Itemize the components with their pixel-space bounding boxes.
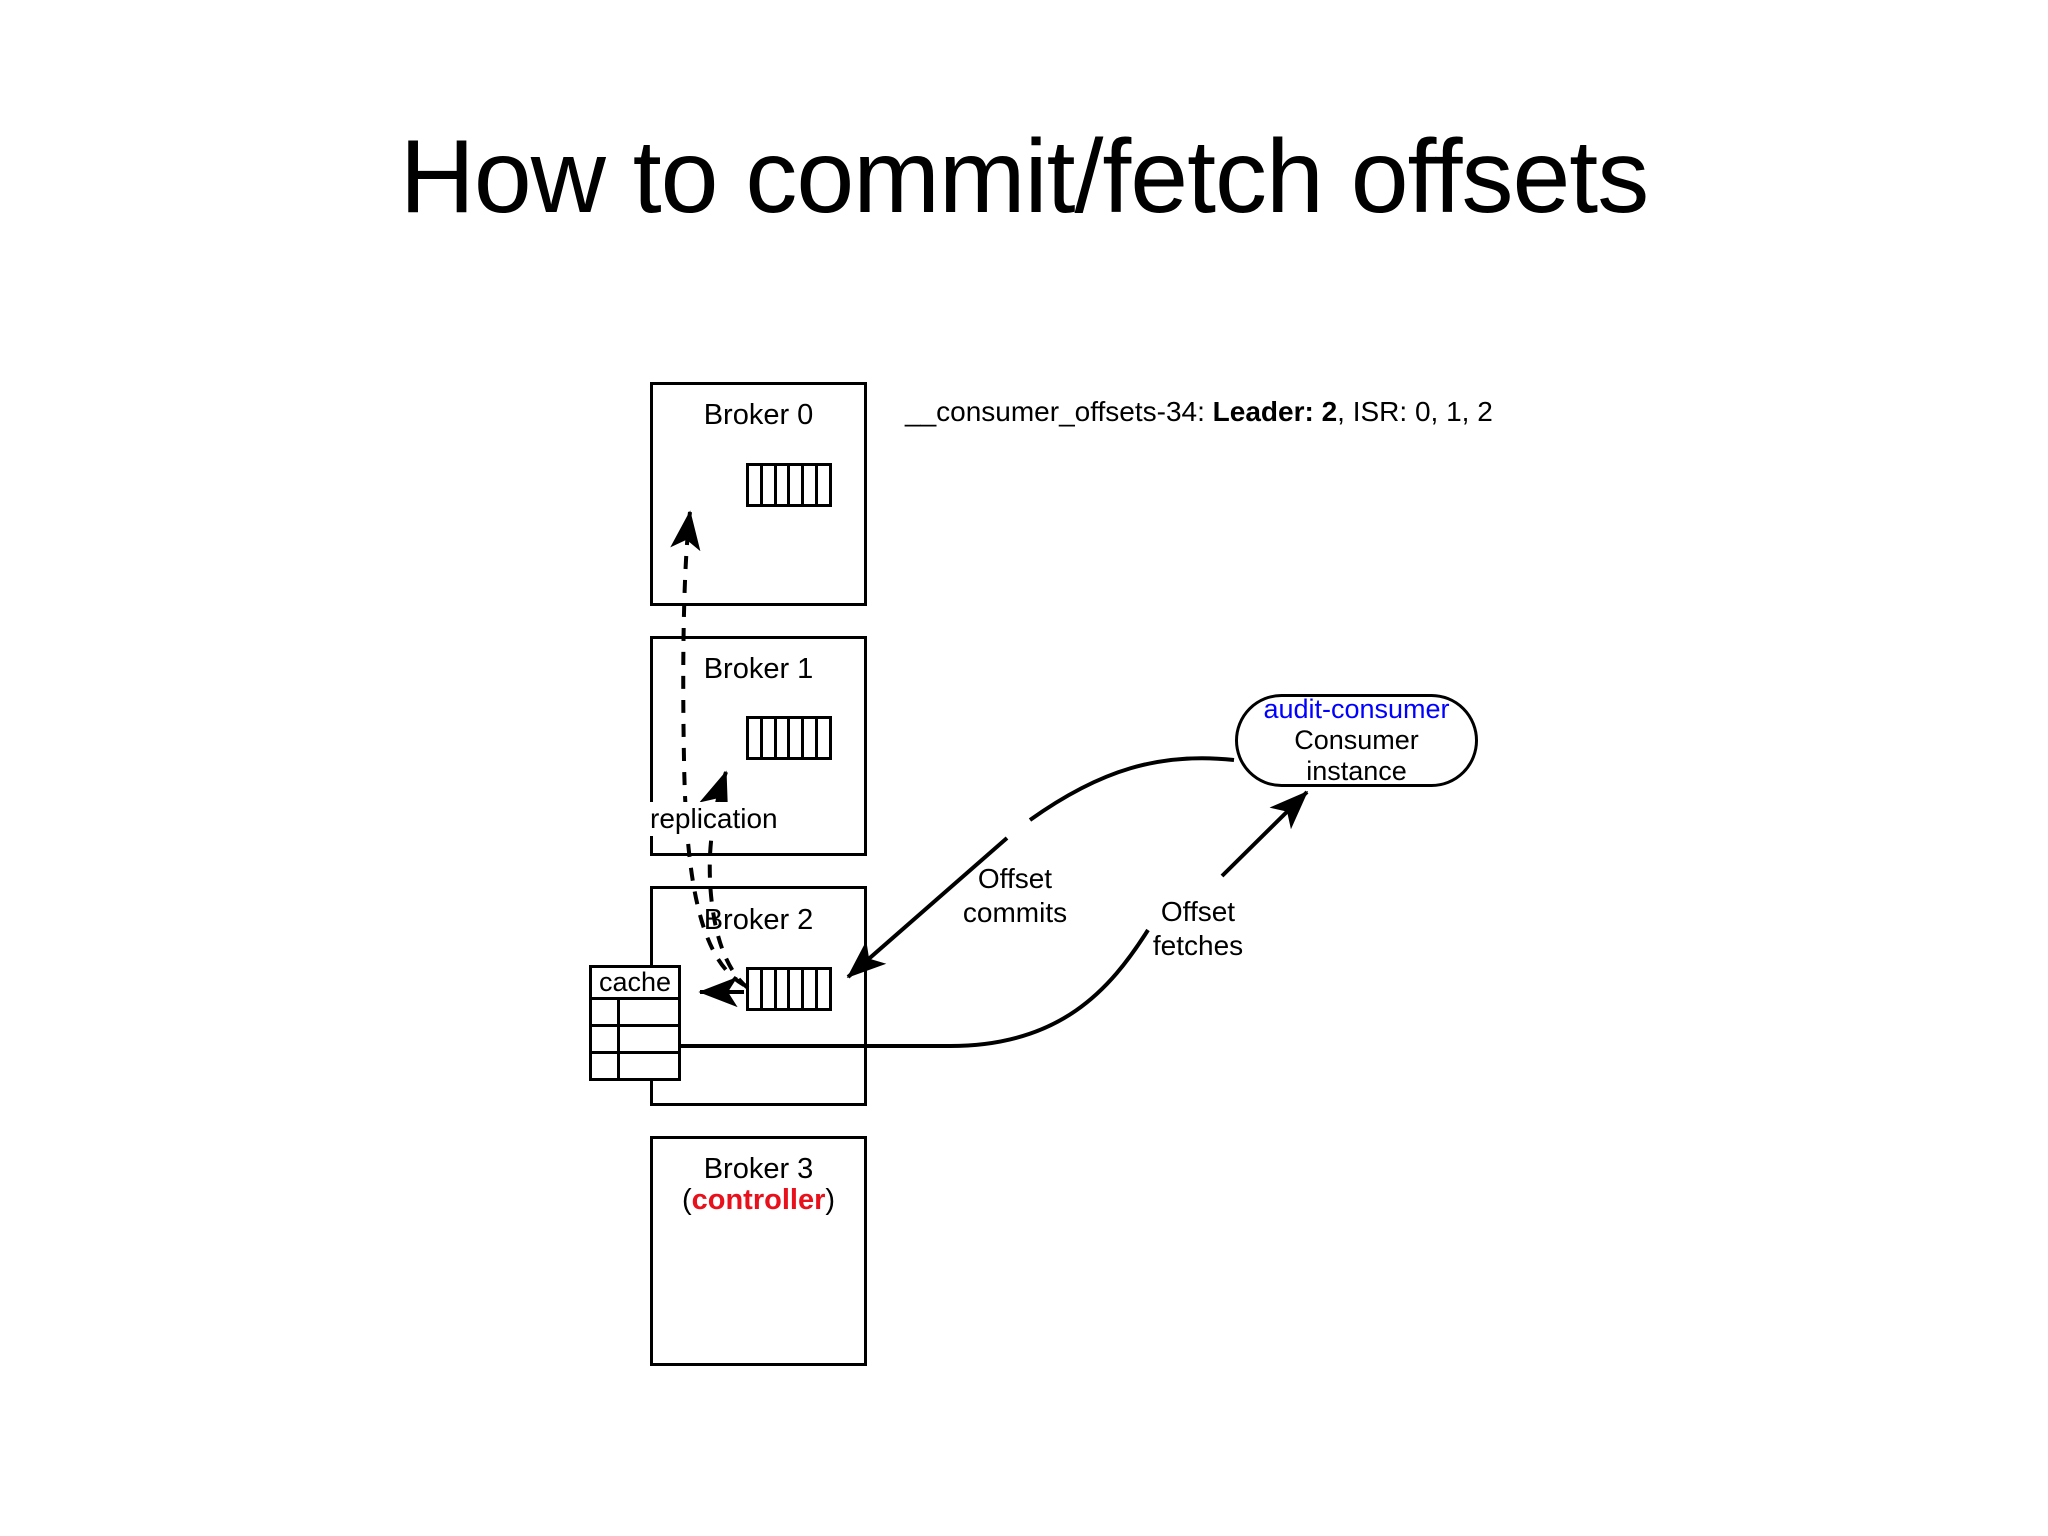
offset-commits-label: Offset commits [930, 862, 1100, 929]
offset-fetches-line-1: Offset [1160, 896, 1236, 927]
offsets-cache-table: cache [589, 965, 681, 1081]
table-cell-value [620, 1000, 678, 1024]
broker-label-0: Broker 0 [703, 399, 814, 431]
partition-metadata: __consumer_offsets-34: Leader: 2, ISR: 0… [905, 395, 1493, 429]
broker-label-2: Broker 2 [703, 904, 814, 936]
broker-box-0 [650, 382, 867, 606]
log-cell [804, 719, 819, 757]
consumer-group-name: audit-consumer [1263, 693, 1450, 724]
replication-label: replication [648, 802, 780, 836]
table-row [592, 1054, 678, 1078]
offset-fetches-line-2: fetches [1152, 929, 1244, 961]
broker-label-3: Broker 3 [703, 1153, 814, 1185]
broker-3-role: (controller) [650, 1182, 867, 1218]
offset-commits-line-2: commits [962, 896, 1068, 928]
partition-isr: , ISR: 0, 1, 2 [1337, 396, 1493, 427]
broker-box-3 [650, 1136, 867, 1366]
log-cell [777, 466, 791, 504]
controller-badge: controller [691, 1184, 826, 1216]
table-cell-value [620, 1027, 678, 1051]
broker-label-1: Broker 1 [703, 653, 814, 685]
paren-open: ( [681, 1184, 692, 1216]
consumer-line-1: Consumer [1294, 724, 1419, 755]
log-cell [777, 719, 791, 757]
page-title: How to commit/fetch offsets [399, 119, 1649, 235]
partition-leader: Leader: 2 [1212, 396, 1338, 427]
broker-box-1 [650, 636, 867, 856]
log-cell [763, 466, 777, 504]
log-cell [790, 719, 805, 757]
log-cell [763, 970, 777, 1008]
log-cell [777, 970, 791, 1008]
consumer-line-2: instance [1306, 756, 1407, 787]
log-segment-icon-broker-2 [746, 967, 832, 1011]
log-segment-icon-broker-0 [746, 463, 832, 507]
cache-table-header: cache [592, 968, 678, 1000]
table-cell-key [592, 1054, 621, 1078]
log-cell [749, 719, 763, 757]
table-cell-value [620, 1054, 678, 1078]
offset-commits-line-1: Offset [977, 863, 1053, 894]
offset-commits-curve [1028, 756, 1235, 822]
log-segment-icon-broker-1 [746, 716, 832, 760]
table-cell-key [592, 1027, 621, 1051]
log-cell [749, 466, 763, 504]
log-cell [790, 466, 805, 504]
log-cell [818, 466, 829, 504]
table-row [592, 1000, 678, 1027]
table-cell-key [592, 1000, 621, 1024]
consumer-instance-node: audit-consumer Consumer instance [1235, 694, 1478, 787]
partition-name: __consumer_offsets-34: [905, 396, 1205, 427]
log-cell [763, 719, 777, 757]
offset-fetches-label: Offset fetches [1123, 895, 1273, 962]
log-cell [804, 970, 819, 1008]
log-cell [818, 970, 829, 1008]
paren-close: ) [825, 1184, 836, 1216]
log-cell [790, 970, 805, 1008]
table-row [592, 1027, 678, 1054]
log-cell [818, 719, 829, 757]
offset-fetches-arrow [1220, 790, 1309, 878]
log-cell [749, 970, 763, 1008]
log-cell [804, 466, 819, 504]
